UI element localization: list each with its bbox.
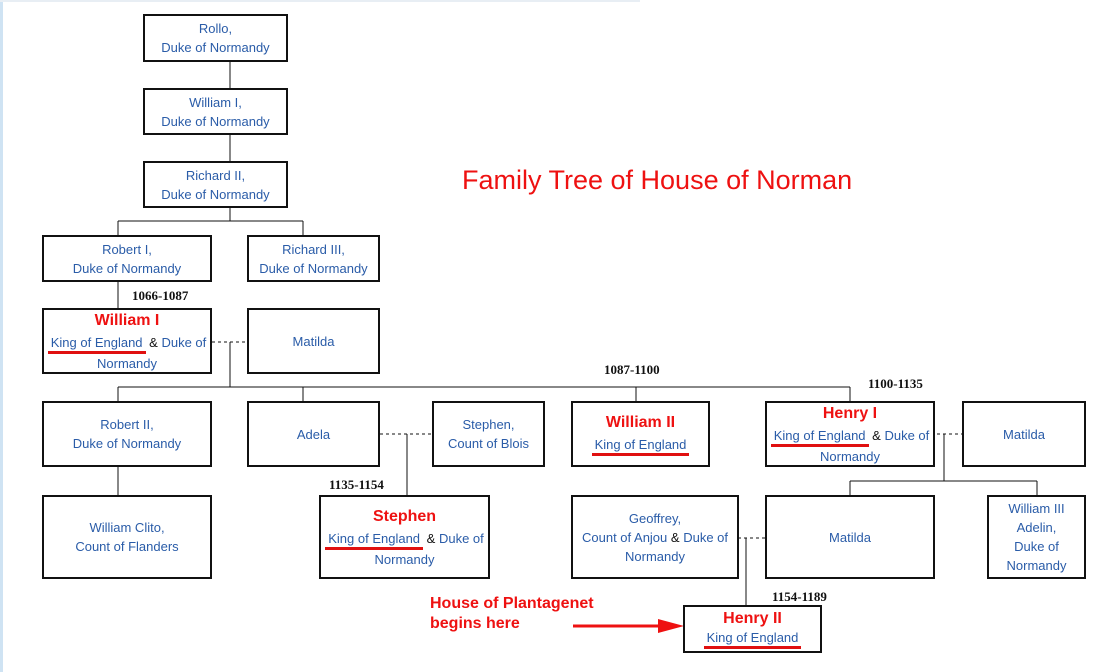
name: William Clito,: [89, 520, 165, 535]
node-william-ii: William II King of England: [571, 401, 710, 467]
node-richard-iii: Richard III, Duke of Normandy: [247, 235, 380, 282]
role: Duke of Normandy: [161, 40, 270, 55]
role-duke-cont: Normandy: [97, 355, 157, 371]
role: Duke of Normandy: [72, 436, 182, 451]
note-line-2: begins here: [430, 615, 520, 632]
node-william-i-duke: William I, Duke of Normandy: [143, 88, 288, 135]
role-king: King of England: [325, 530, 424, 550]
node-henry-ii: Henry II King of England: [683, 605, 822, 653]
reign-henry-ii: 1154-1189: [772, 589, 827, 604]
role-duke: Duke of: [884, 427, 930, 443]
name: William I: [94, 311, 160, 329]
plantagenet-note: House of Plantagenet begins here: [430, 594, 594, 634]
node-henry-i: Henry I King of England & Duke of Norman…: [765, 401, 935, 467]
ampersand: &: [426, 530, 436, 546]
diagram-title: Family Tree of House of Norman: [462, 165, 853, 195]
role-king: King of England: [703, 629, 802, 649]
node-matilda-1: Matilda: [247, 308, 380, 374]
name: Robert II,: [100, 417, 154, 432]
arrow-head: [658, 619, 684, 633]
role-duke-cont: Normandy: [374, 551, 435, 567]
role: Duke of Normandy: [161, 186, 270, 202]
name: Robert I,: [102, 241, 152, 257]
role-duke: Duke of: [683, 529, 729, 545]
reign-henry-i: 1100-1135: [868, 376, 923, 391]
reign-william-ii: 1087-1100: [604, 362, 660, 377]
node-stephen-blois: Stephen, Count of Blois: [432, 401, 545, 467]
role: Count of Flanders: [75, 539, 179, 554]
line-2: Adelin,: [1016, 520, 1057, 535]
role-count: Count of Anjou: [581, 529, 668, 545]
name: William I,: [189, 94, 242, 110]
role: Duke of Normandy: [259, 260, 368, 276]
name: Matilda: [829, 529, 871, 545]
line-1: William III: [1008, 501, 1065, 516]
name: Rollo,: [198, 21, 233, 36]
reign-william-i: 1066-1087: [132, 288, 189, 303]
node-matilda-2: Matilda: [962, 401, 1086, 467]
top-edge: [0, 0, 640, 2]
name: Richard II,: [185, 167, 246, 183]
node-matilda-3: Matilda: [765, 495, 935, 579]
name: Matilda: [1003, 426, 1045, 442]
line-4: Normandy: [1006, 558, 1067, 573]
node-robert-i: Robert I, Duke of Normandy: [42, 235, 212, 282]
name: Geoffrey,: [628, 510, 682, 526]
role: Duke of Normandy: [72, 260, 182, 276]
name: Matilda: [292, 333, 335, 349]
line-3: Duke of: [1014, 539, 1059, 554]
ampersand: &: [872, 427, 881, 443]
node-william-i-king: William I King of England & Duke of Norm…: [42, 308, 212, 374]
name: William II: [605, 414, 676, 431]
reign-stephen: 1135-1154: [329, 477, 384, 492]
ampersand: &: [670, 529, 680, 545]
role-duke-cont: Normandy: [820, 448, 880, 464]
node-stephen: Stephen King of England & Duke of Norman…: [319, 495, 490, 579]
role-king: King of England: [591, 436, 690, 456]
note-line-1: House of Plantagenet: [430, 595, 594, 612]
name: Stephen: [372, 507, 437, 525]
role: Duke of Normandy: [161, 113, 270, 129]
name: Stephen,: [462, 417, 515, 432]
node-rollo: Rollo, Duke of Normandy: [143, 14, 288, 62]
node-william-adelin: William III Adelin, Duke of Normandy: [987, 495, 1086, 579]
role-duke: Duke of: [161, 334, 207, 350]
role-king: King of England: [47, 334, 146, 354]
left-edge: [0, 0, 3, 672]
node-william-clito: William Clito, Count of Flanders: [42, 495, 212, 579]
role-king: King of England: [770, 427, 869, 447]
node-richard-ii: Richard II, Duke of Normandy: [143, 161, 288, 208]
role-duke-cont: Normandy: [625, 548, 685, 564]
role: Count of Blois: [448, 436, 529, 451]
name: Henry I: [822, 404, 878, 422]
node-geoffrey: Geoffrey, Count of Anjou & Duke of Norma…: [571, 495, 739, 579]
name: Henry II: [723, 610, 782, 627]
ampersand: &: [149, 334, 158, 350]
name: Adela: [296, 426, 331, 442]
node-robert-ii: Robert II, Duke of Normandy: [42, 401, 212, 467]
role-duke: Duke of: [438, 530, 484, 546]
node-adela: Adela: [247, 401, 380, 467]
name: Richard III,: [282, 241, 345, 257]
